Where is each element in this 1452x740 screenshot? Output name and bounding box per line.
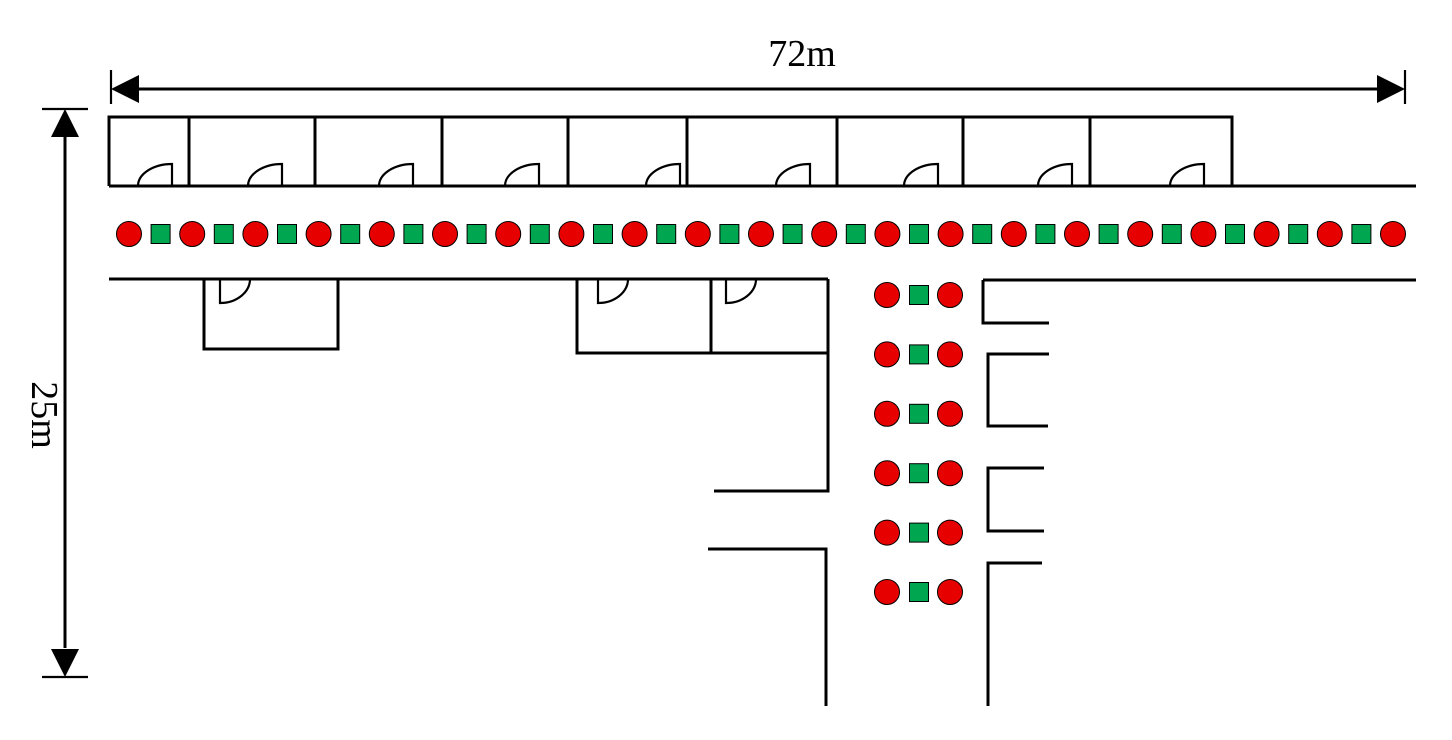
- red-circle-marker-icon: [937, 282, 963, 308]
- top-rooms-outline: [107, 115, 1234, 186]
- green-square-marker-icon: [466, 224, 487, 244]
- red-circle-marker-icon: [305, 221, 332, 247]
- width-dimension: 72m: [109, 33, 1407, 104]
- green-square-marker-icon: [1098, 224, 1119, 244]
- red-circle-marker-icon: [368, 221, 395, 247]
- door-swing-icon: [902, 162, 940, 187]
- lower-room-b: [575, 279, 828, 355]
- red-circle-marker-icon: [748, 221, 774, 247]
- door-swing-icon: [136, 162, 174, 187]
- width-arrow-left-icon: [111, 75, 139, 103]
- red-circle-marker-icon: [811, 221, 838, 247]
- red-circle-marker-icon: [937, 519, 963, 546]
- red-circle-marker-icon: [432, 221, 458, 247]
- green-square-marker-icon: [656, 224, 677, 244]
- lower-rooms: [109, 277, 1416, 706]
- red-circle-marker-icon: [937, 460, 963, 487]
- door-swing-icon: [1168, 162, 1206, 187]
- red-circle-marker-icon: [874, 519, 900, 546]
- door-swing-icon: [218, 278, 252, 305]
- red-circle-marker-icon: [179, 221, 206, 247]
- green-square-marker-icon: [593, 224, 613, 244]
- red-circle-marker-icon: [874, 341, 900, 368]
- green-square-marker-icon: [845, 224, 866, 244]
- red-circle-marker-icon: [874, 221, 901, 247]
- red-circle-marker-icon: [1253, 221, 1280, 247]
- branch-right-notch-2: [986, 352, 1049, 428]
- red-circle-marker-icon: [874, 579, 900, 605]
- top-rooms: [107, 115, 1416, 188]
- branch-left-wall-upper: [714, 279, 830, 493]
- red-circle-marker-icon: [1127, 221, 1154, 247]
- width-arrow-right-icon: [1377, 75, 1405, 103]
- green-square-marker-icon: [909, 403, 929, 424]
- red-circle-marker-icon: [558, 221, 585, 247]
- red-circle-marker-icon: [1064, 221, 1090, 247]
- red-circle-marker-icon: [621, 221, 648, 247]
- green-square-marker-icon: [909, 522, 929, 543]
- green-square-marker-icon: [150, 224, 171, 244]
- height-arrow-down-icon: [51, 649, 79, 677]
- sensor-markers: [116, 221, 1406, 605]
- green-square-marker-icon: [972, 224, 993, 244]
- green-square-marker-icon: [1351, 224, 1372, 244]
- height-dimension: 25m: [23, 107, 88, 679]
- door-swing-icon: [644, 162, 682, 187]
- green-square-marker-icon: [1225, 224, 1245, 244]
- green-square-marker-icon: [403, 224, 424, 244]
- red-circle-marker-icon: [937, 341, 963, 368]
- red-circle-marker-icon: [1190, 221, 1217, 247]
- red-circle-marker-icon: [874, 400, 900, 427]
- green-square-marker-icon: [909, 285, 929, 305]
- red-circle-marker-icon: [874, 460, 900, 487]
- green-square-marker-icon: [909, 224, 929, 244]
- door-swing-icon: [503, 162, 541, 187]
- red-circle-marker-icon: [1380, 221, 1406, 247]
- green-square-marker-icon: [909, 344, 929, 365]
- red-circle-marker-icon: [495, 221, 522, 247]
- branch-right-wall-lower: [986, 561, 1042, 706]
- lower-room-a: [202, 279, 340, 351]
- green-square-marker-icon: [529, 224, 550, 244]
- height-arrow-up-icon: [51, 109, 79, 137]
- red-circle-marker-icon: [937, 400, 963, 427]
- width-label: 72m: [768, 33, 836, 75]
- green-square-marker-icon: [340, 224, 361, 244]
- height-label: 25m: [23, 381, 65, 449]
- door-swing-icon: [246, 162, 284, 187]
- green-square-marker-icon: [1161, 224, 1182, 244]
- red-circle-marker-icon: [937, 221, 964, 247]
- red-circle-marker-icon: [1316, 221, 1343, 247]
- red-circle-marker-icon: [684, 221, 711, 247]
- green-square-marker-icon: [277, 224, 297, 244]
- door-swing-icon: [377, 162, 415, 187]
- red-circle-marker-icon: [1000, 221, 1027, 247]
- branch-right-notch-1: [981, 280, 1049, 325]
- door-swing-icon: [596, 278, 630, 305]
- door-swing-icon: [724, 278, 758, 305]
- green-square-marker-icon: [1288, 224, 1309, 244]
- green-square-marker-icon: [719, 224, 740, 244]
- green-square-marker-icon: [782, 224, 803, 244]
- green-square-marker-icon: [909, 582, 929, 602]
- green-square-marker-icon: [1035, 224, 1056, 244]
- branch-left-wall-lower: [708, 547, 828, 706]
- red-circle-marker-icon: [242, 221, 269, 247]
- branch-right-notch-3: [986, 466, 1044, 533]
- red-circle-marker-icon: [116, 221, 142, 247]
- green-square-marker-icon: [213, 224, 234, 244]
- green-square-marker-icon: [909, 463, 929, 484]
- red-circle-marker-icon: [937, 579, 963, 605]
- door-swing-icon: [774, 162, 812, 187]
- door-swing-icon: [1036, 162, 1074, 187]
- red-circle-marker-icon: [874, 282, 900, 308]
